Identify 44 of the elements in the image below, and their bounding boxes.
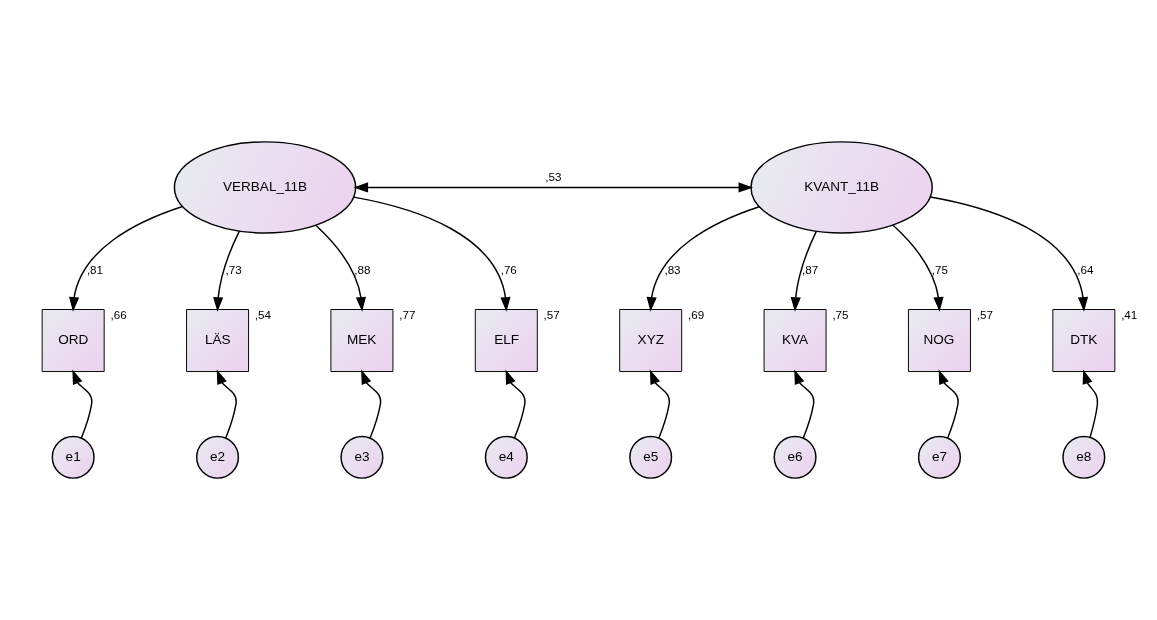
- arrow: [216, 369, 237, 439]
- node-label: ,57: [543, 307, 560, 321]
- arrow: [69, 205, 184, 312]
- node-ellipse: KVANT_11B: [750, 141, 933, 234]
- node-label: ,77: [399, 307, 416, 321]
- node-circle: e1: [51, 435, 95, 479]
- arrow: [353, 182, 754, 193]
- node-circle: e4: [484, 435, 528, 479]
- node-label: ,69: [688, 307, 705, 321]
- node-circle: e7: [917, 435, 961, 479]
- arrow: [794, 369, 815, 439]
- arrow: [1082, 369, 1099, 439]
- node-circle: e2: [196, 435, 240, 479]
- arrow: [646, 205, 760, 312]
- edge-label: ,87: [802, 263, 819, 277]
- node-label: ,57: [976, 307, 993, 321]
- node-label: ,54: [254, 307, 271, 321]
- edge-label: ,64: [1077, 263, 1094, 277]
- arrow: [892, 224, 944, 312]
- arrow: [929, 196, 1089, 312]
- arrow: [315, 224, 367, 312]
- edge-label: ,76: [500, 263, 517, 277]
- node-ellipse: VERBAL_11B: [173, 141, 357, 234]
- edge-label: ,81: [86, 263, 104, 277]
- arrow: [72, 369, 93, 439]
- node-circle: e6: [773, 435, 817, 479]
- edge-label: ,88: [354, 263, 371, 277]
- edge-label: ,83: [664, 263, 681, 277]
- arrow: [361, 369, 382, 439]
- node-label: ,66: [110, 307, 127, 321]
- arrow: [790, 230, 818, 312]
- arrow: [938, 369, 959, 439]
- edge-label: ,73: [225, 263, 242, 277]
- edge-label: ,75: [931, 263, 949, 277]
- arrow: [649, 369, 671, 439]
- arrow: [505, 369, 526, 439]
- arrow: [353, 196, 511, 312]
- node-label: ,75: [832, 307, 849, 321]
- node-label: ,41: [1121, 307, 1138, 321]
- node-circle: e5: [629, 435, 673, 479]
- arrow: [213, 230, 241, 312]
- node-circle: e3: [340, 435, 384, 479]
- node-circle: e8: [1062, 435, 1106, 479]
- edge-label: ,53: [545, 170, 562, 184]
